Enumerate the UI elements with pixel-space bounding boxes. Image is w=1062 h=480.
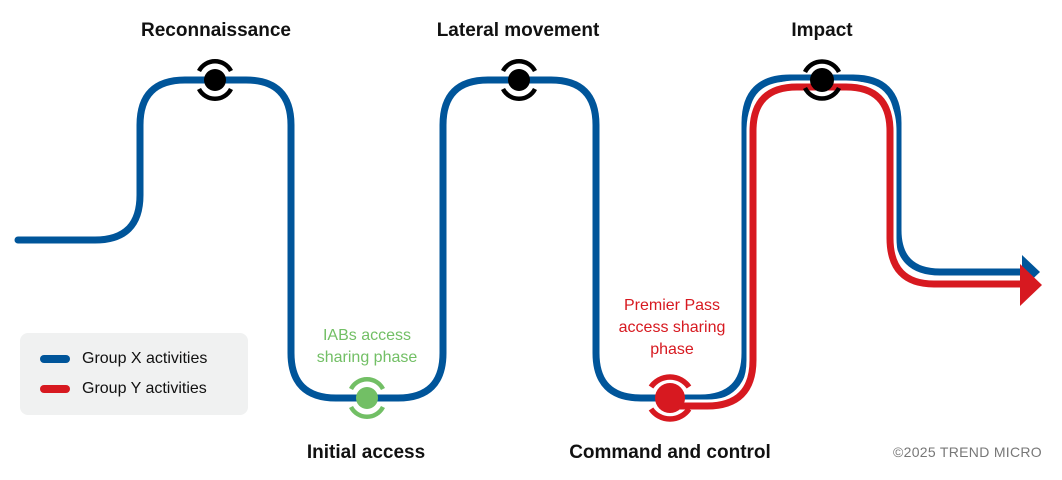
group-y-swatch-icon [40,385,70,393]
initial-access-node-icon [349,377,385,419]
premier-pass-line-1: Premier Pass [623,297,721,314]
legend-label-group-x: Group X activities [82,350,208,367]
impact-node-icon [802,59,842,101]
iabs-phase-line-2: sharing phase [316,349,418,366]
stage-label-command-and-control: Command and control [569,442,771,463]
reconnaissance-node-icon [197,59,233,101]
lateral-movement-node-icon [501,59,537,101]
premier-pass-line-2: access sharing [618,319,726,336]
premier-pass-phase-label: Premier Pass access sharing phase [619,295,726,361]
stage-label-lateral-movement: Lateral movement [436,20,600,41]
premier-pass-line-3: phase [650,341,694,358]
group-x-path [14,74,1029,402]
legend-label-group-y: Group Y activities [82,380,207,397]
stage-label-initial-access: Initial access [306,442,426,463]
group-x-swatch-icon [40,355,70,363]
legend-item-group-x: Group X activities [40,350,207,368]
copyright-notice: ©2025 TREND MICRO [893,444,1042,460]
command-and-control-node-icon [648,374,692,422]
legend: Group X activities Group Y activities [20,333,248,415]
stage-label-reconnaissance: Reconnaissance [141,20,291,41]
iabs-phase-line-1: IABs access [322,327,412,344]
stage-label-impact: Impact [791,20,853,41]
iabs-phase-label: IABs access sharing phase [317,325,418,369]
group-y-arrowhead [1020,264,1042,306]
legend-item-group-y: Group Y activities [40,380,207,398]
